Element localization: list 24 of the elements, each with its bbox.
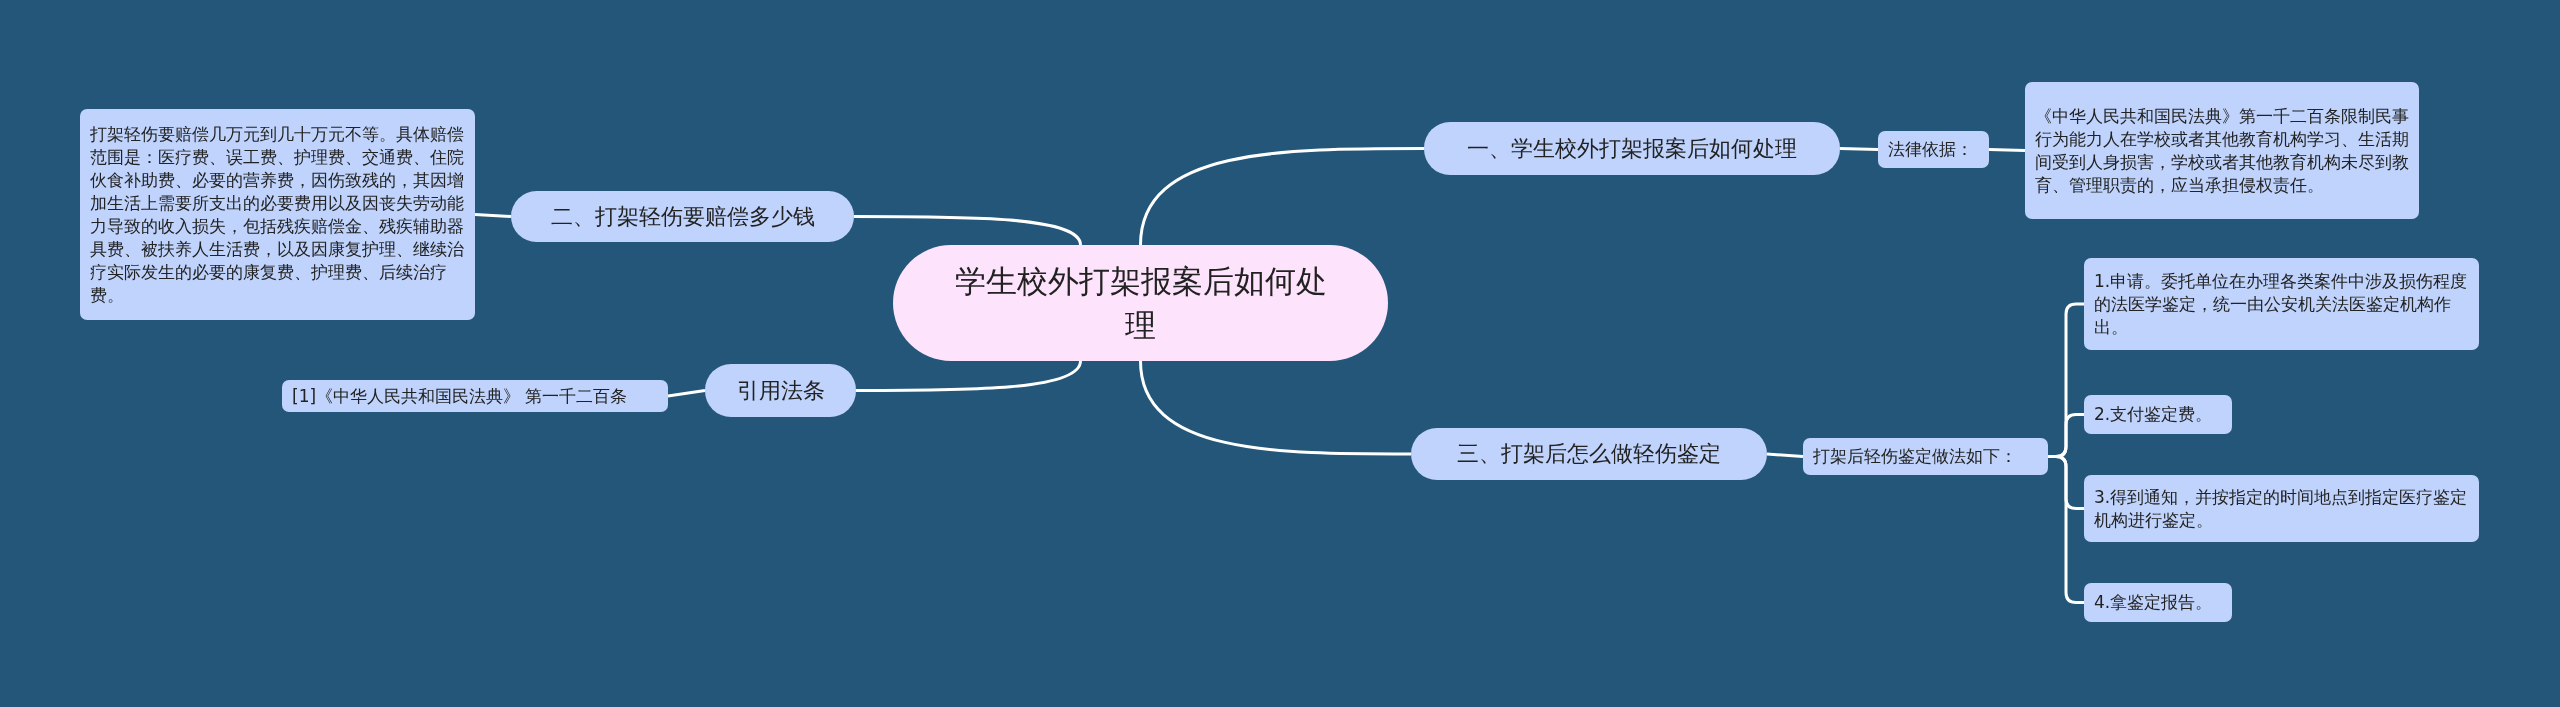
connector-line [854, 215, 1082, 246]
topic-box: 引用法条 [705, 364, 856, 417]
connector-line [1988, 148, 2026, 152]
subtopic-box: 法律依据： [1878, 131, 1989, 168]
connector-line [2048, 455, 2084, 604]
text-box: 打架轻伤要赔偿几万元到几十万元不等。具体赔偿范围是：医疗费、误工费、护理费、交通费、住院伙食补助费、必要的营养费，因伤致残的，其因增加生活上需要所支出的必要费用以及因丧失劳动能力导致的收入损失，包括残疾赔偿金、残疾辅助器具费、被扶养人生活费，以及因康复护理、继续治疗实际发生的必要的康复费、护理费、后续治疗费。 [80, 109, 475, 320]
text-box: 《中华人民共和国民法典》第一千二百条限制民事行为能力人在学校或者其他教育机构学习、生活期间受到人身损害，学校或者其他教育机构未尽到教育、管理职责的，应当承担侵权责任。 [2025, 82, 2419, 219]
topic-box: 三、打架后怎么做轻伤鉴定 [1411, 428, 1767, 480]
text-box: 2.支付鉴定费。 [2084, 395, 2232, 434]
topic-box: 一、学生校外打架报案后如何处理 [1424, 122, 1840, 175]
connector-line [1139, 147, 1424, 246]
text-box: [1]《中华人民共和国民法典》 第一千二百条 [282, 380, 668, 412]
text-box: 3.得到通知，并按指定的时间地点到指定医疗鉴定机构进行鉴定。 [2084, 475, 2479, 542]
central-topic-box: 学生校外打架报案后如何处理 [893, 245, 1388, 361]
text-box: 4.拿鉴定报告。 [2084, 583, 2232, 622]
connector-line [1839, 147, 1879, 151]
connector-line [667, 389, 706, 398]
connector-line [474, 213, 512, 218]
topic-box: 二、打架轻伤要赔偿多少钱 [511, 191, 854, 242]
connector-line [1766, 452, 1804, 458]
connector-line [1139, 360, 1411, 456]
connector-line [856, 360, 1082, 392]
text-box: 1.申请。委托单位在办理各类案件中涉及损伤程度的法医学鉴定，统一由公安机关法医鉴定机构作出。 [2084, 258, 2479, 350]
subtopic-box: 打架后轻伤鉴定做法如下： [1803, 438, 2048, 475]
